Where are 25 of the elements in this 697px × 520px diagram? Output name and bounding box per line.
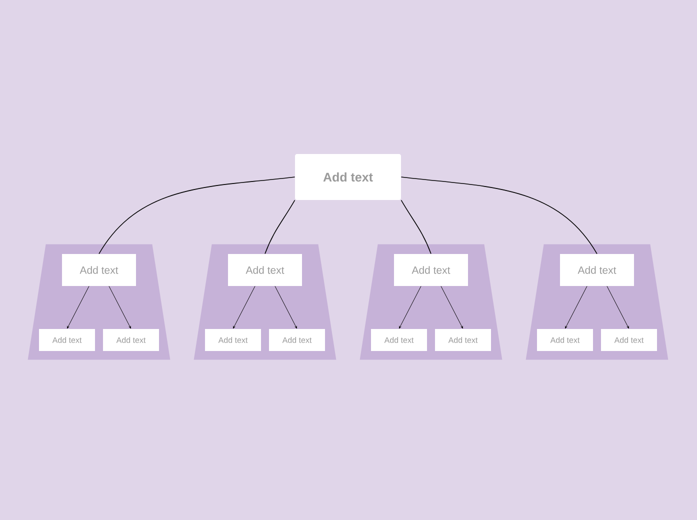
connector-line xyxy=(440,286,463,328)
connector-line xyxy=(400,176,598,254)
text-box: Add text xyxy=(371,329,427,351)
connector-line xyxy=(400,200,432,254)
connector-line xyxy=(67,286,90,328)
connector-line xyxy=(98,176,296,254)
connector-line xyxy=(264,200,296,254)
text-box: Add text xyxy=(560,254,634,286)
text-box: Add text xyxy=(537,329,593,351)
connector-line xyxy=(606,286,629,328)
connector-line xyxy=(233,286,256,328)
text-box: Add text xyxy=(601,329,657,351)
text-box: Add text xyxy=(103,329,159,351)
connector-line xyxy=(108,286,131,328)
connector-line xyxy=(274,286,297,328)
text-box: Add text xyxy=(435,329,491,351)
text-box: Add text xyxy=(205,329,261,351)
text-box: Add text xyxy=(39,329,95,351)
connector-line xyxy=(399,286,422,328)
text-box: Add text xyxy=(269,329,325,351)
text-box: Add text xyxy=(228,254,302,286)
title-box: Add text xyxy=(295,154,401,200)
text-box: Add text xyxy=(62,254,136,286)
text-box: Add text xyxy=(394,254,468,286)
connector-line xyxy=(565,286,588,328)
